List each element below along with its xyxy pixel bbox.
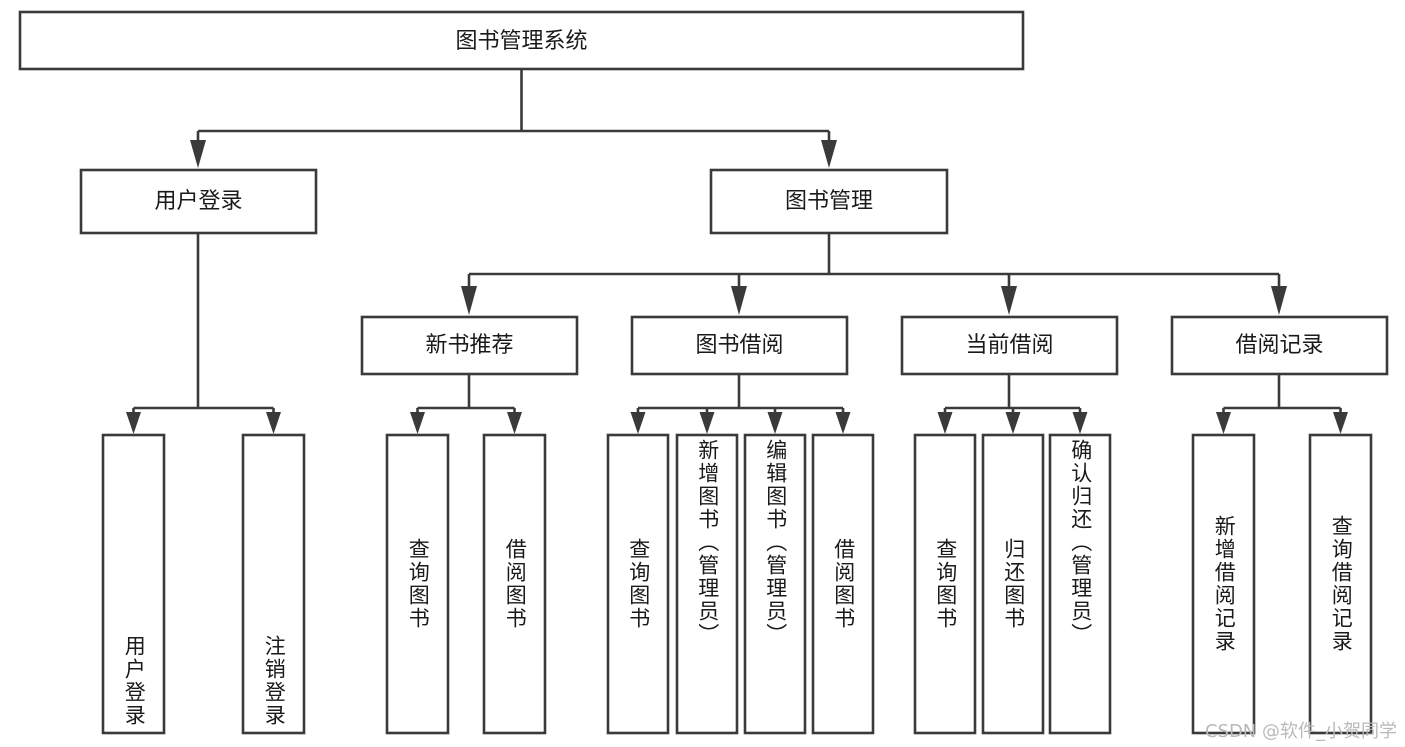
edge-group-current-borrow-children: [937, 374, 1088, 434]
node-borrow-record[interactable]: 借阅记录: [1170, 315, 1389, 376]
node-book-manage-box[interactable]: [709, 168, 949, 235]
arrow-head-leaf-logout: [266, 412, 281, 434]
arrow-head-leaf-add-book: [699, 412, 715, 434]
edge-group-book-manage-children: [461, 233, 1287, 315]
leaf-add-record-box[interactable]: [1191, 433, 1256, 735]
node-book-borrow-box[interactable]: [630, 315, 849, 376]
node-borrow-record-label: 借阅记录: [1235, 333, 1323, 358]
leaf-query-book-1-box[interactable]: [385, 433, 450, 735]
node-user-login-label: 用户登录: [154, 189, 242, 214]
leaf-borrow-book-2-box[interactable]: [811, 433, 875, 735]
leaf-box-group: [101, 433, 1373, 735]
arrow-head-leaf-query-book-3: [937, 412, 953, 434]
leaf-return-book-box[interactable]: [981, 433, 1045, 735]
node-root[interactable]: 图书管理系统: [18, 10, 1025, 71]
leaf-user-login-box[interactable]: [101, 433, 166, 735]
leaf-logout-box[interactable]: [241, 433, 306, 735]
arrow-head-book-borrow: [731, 286, 747, 315]
arrow-head-leaf-query-record: [1333, 412, 1348, 434]
node-book-manage[interactable]: 图书管理: [709, 168, 949, 235]
node-user-login-box[interactable]: [79, 168, 318, 235]
arrow-head-new-book-rec: [461, 286, 477, 315]
arrow-head-current-borrow: [1001, 286, 1017, 315]
arrow-head-leaf-query-book-1: [410, 412, 425, 434]
edge-group-book-borrow-children: [630, 374, 851, 434]
node-user-login[interactable]: 用户登录: [79, 168, 318, 235]
leaf-add-book-box[interactable]: [675, 433, 739, 735]
node-root-label: 图书管理系统: [455, 29, 587, 54]
node-book-borrow[interactable]: 图书借阅: [630, 315, 849, 376]
arrow-head-leaf-user-login: [126, 412, 141, 434]
edge-group-user-login-children: [126, 233, 281, 434]
leaf-confirm-return-box[interactable]: [1048, 433, 1112, 735]
arrow-head-leaf-return-book: [1005, 412, 1021, 434]
leaf-query-record-box[interactable]: [1308, 433, 1373, 735]
node-book-borrow-label: 图书借阅: [695, 333, 783, 358]
arrow-head-leaf-borrow-book-2: [835, 412, 851, 434]
node-new-book-rec-label: 新书推荐: [425, 333, 513, 358]
node-new-book-rec-box[interactable]: [360, 315, 579, 376]
leaf-query-book-3-box[interactable]: [913, 433, 977, 735]
edge-group-new-book-rec-children: [410, 374, 522, 434]
edge-group-root-to-level2: [190, 69, 837, 168]
node-root-box[interactable]: [18, 10, 1025, 71]
arrow-head-leaf-borrow-book-1: [507, 412, 522, 434]
leaf-edit-book-box[interactable]: [743, 433, 807, 735]
leaf-query-book-2-box[interactable]: [606, 433, 670, 735]
node-new-book-rec[interactable]: 新书推荐: [360, 315, 579, 376]
node-current-borrow[interactable]: 当前借阅: [900, 315, 1119, 376]
arrow-head-leaf-edit-book: [767, 412, 783, 434]
edge-group-borrow-record-children: [1216, 374, 1348, 434]
node-book-manage-label: 图书管理: [785, 189, 873, 214]
arrow-head-book-manage: [821, 140, 837, 168]
arrow-head-leaf-confirm-return: [1072, 412, 1088, 434]
node-current-borrow-box[interactable]: [900, 315, 1119, 376]
arrow-head-borrow-record: [1271, 286, 1287, 315]
arrow-head-leaf-query-book-2: [630, 412, 646, 434]
arrow-head-user-login: [190, 140, 206, 168]
arrow-head-leaf-add-record: [1216, 412, 1231, 434]
leaf-borrow-book-1-box[interactable]: [482, 433, 547, 735]
node-borrow-record-box[interactable]: [1170, 315, 1389, 376]
node-current-borrow-label: 当前借阅: [965, 333, 1053, 358]
